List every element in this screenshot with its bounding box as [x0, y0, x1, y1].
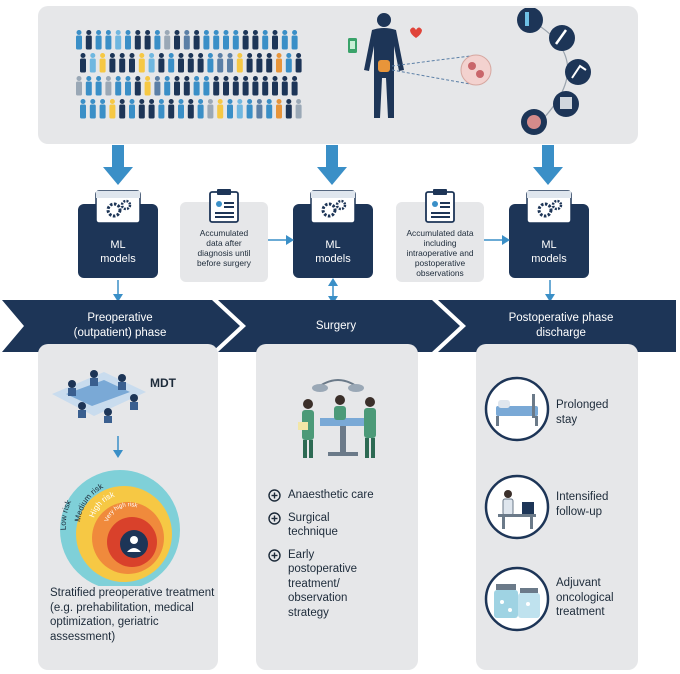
- gear-window-icon: [526, 190, 572, 224]
- accumulated-line: including: [423, 238, 457, 248]
- postop-item-prolonged-stay: Prolonged stay: [556, 398, 636, 427]
- ml-label-line2: models: [315, 253, 351, 265]
- surgery-item-line: Early: [288, 548, 315, 561]
- postop-item-line: follow-up: [556, 505, 603, 518]
- ml-label-line1: ML: [325, 239, 341, 251]
- phase-line: discharge: [536, 327, 586, 339]
- surgery-item-line: Surgical: [288, 511, 330, 524]
- postop-item-line: Prolonged: [556, 399, 609, 411]
- surgery-item-line: treatment/: [288, 577, 340, 590]
- pill-bottles-icon: [484, 566, 550, 632]
- phase-label-surgery: Surgery: [256, 319, 416, 334]
- phase-line: (outpatient) phase: [73, 327, 167, 339]
- down-arrow-2: [317, 145, 347, 185]
- surgery-items-list: Anaesthetic care Surgical technique Earl…: [268, 488, 398, 628]
- ml-label-line1: ML: [110, 239, 126, 251]
- phase-line: Surgery: [315, 320, 357, 332]
- plus-circle-icon: [268, 548, 281, 562]
- accumulated-line: Accumulated: [199, 228, 249, 238]
- surgery-item-technique: Surgical technique: [268, 511, 398, 540]
- accumulated-data-box-1: Accumulated data after diagnosis until b…: [180, 189, 268, 282]
- surgery-item-line: technique: [288, 526, 338, 538]
- accumulated-line: data after: [206, 238, 242, 248]
- postop-item-intensified-follow-up: Intensified follow-up: [556, 490, 636, 519]
- surgery-item-line: Anaesthetic care: [288, 489, 374, 501]
- postop-item-adjuvant-treatment: Adjuvant oncological treatment: [556, 576, 636, 620]
- phase-chevron-band: [2, 300, 676, 352]
- surgery-item-line: observation: [288, 592, 348, 604]
- accumulated-data-box-2: Accumulated data including intraoperativ…: [396, 189, 484, 282]
- risk-stratification-target: Low risk Medium risk High risk Very high…: [59, 470, 180, 586]
- stratified-treatment-text: Stratified preoperative treatment (e.g. …: [50, 587, 215, 643]
- ml-label-line1: ML: [541, 239, 557, 251]
- surgery-item-line: strategy: [288, 606, 329, 619]
- patient-record-icon: [425, 189, 455, 223]
- right-arrow-2: [484, 235, 510, 245]
- mdt-label: MDT: [150, 376, 176, 390]
- ml-label-line2: models: [531, 253, 567, 265]
- hospital-bed-icon: [484, 376, 550, 442]
- ml-label-line2: models: [100, 253, 136, 265]
- patient-record-icon: [209, 189, 239, 223]
- down-connector-mdt: [113, 436, 123, 458]
- down-connector-1: [113, 280, 123, 302]
- postop-item-line: Intensified: [556, 491, 609, 503]
- accumulated-line: diagnosis until: [197, 248, 251, 258]
- mdt-meeting-icon: [52, 370, 146, 423]
- ml-models-box-2: ML models: [293, 190, 373, 278]
- down-arrow-3: [533, 145, 563, 185]
- accumulated-line: observations: [416, 268, 464, 278]
- down-arrow-1: [103, 145, 133, 185]
- crowd-of-people-icon: [76, 30, 302, 119]
- phase-label-preoperative: Preoperative (outpatient) phase: [40, 311, 200, 341]
- surgery-item-line: postoperative: [288, 563, 358, 575]
- ml-models-box-3: ML models: [509, 190, 589, 278]
- doctor-desk-icon: [484, 474, 550, 540]
- surgery-item-postoperative-strategy: Early postoperative treatment/ observati…: [268, 548, 398, 621]
- accumulated-line: intraoperative and: [406, 248, 474, 258]
- accumulated-line: postoperative: [414, 258, 466, 268]
- postop-item-line: oncological: [556, 591, 614, 604]
- gear-window-icon: [310, 190, 356, 224]
- postop-item-line: treatment: [556, 606, 605, 618]
- phase-label-postoperative: Postoperative phase discharge: [476, 311, 646, 341]
- phase-line: Postoperative phase: [508, 312, 614, 324]
- phase-line: Preoperative: [87, 312, 153, 324]
- right-arrow-1: [268, 235, 294, 245]
- ml-models-box-1: ML models: [78, 190, 158, 278]
- accumulated-line: before surgery: [197, 258, 251, 268]
- accumulated-line: Accumulated data: [406, 228, 474, 238]
- postop-item-line: Adjuvant: [556, 577, 601, 589]
- patient-data-sources-graphic: [348, 8, 591, 135]
- surgery-item-anaesthetic: Anaesthetic care: [268, 488, 398, 503]
- surgical-team-icon: [298, 379, 376, 458]
- postop-item-line: stay: [556, 413, 578, 426]
- gear-window-icon: [95, 190, 141, 224]
- plus-circle-icon: [268, 489, 281, 502]
- plus-circle-icon: [268, 511, 281, 525]
- down-connector-3: [545, 280, 555, 302]
